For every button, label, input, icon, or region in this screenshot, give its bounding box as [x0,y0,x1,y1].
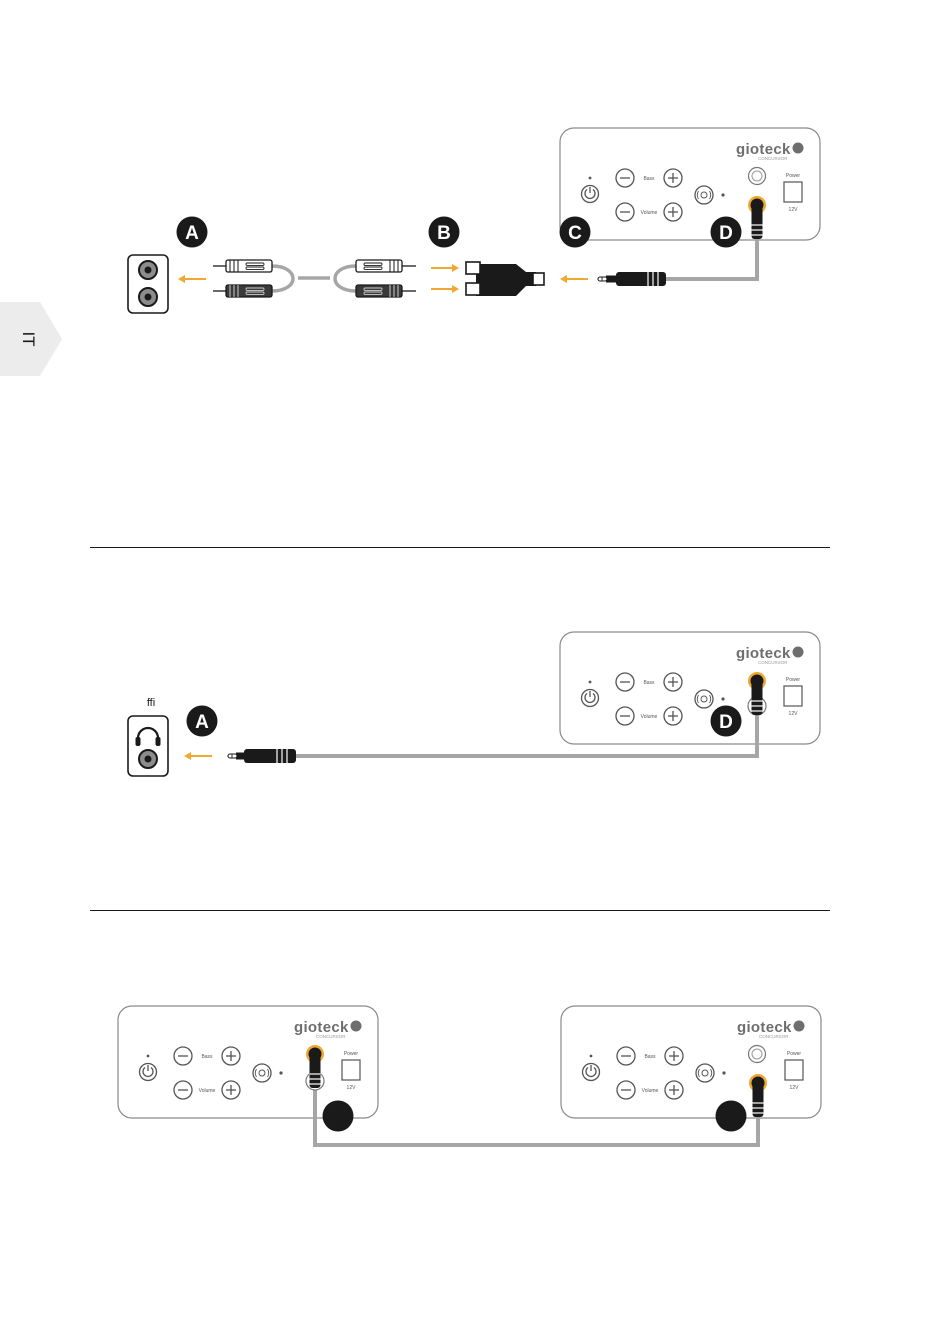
svg-text:C: C [568,223,582,244]
section-1-diagram: A B C D [128,128,820,313]
rca-input-sockets [128,255,168,313]
svg-text:A: A [195,712,209,733]
badge-blank-left [323,1101,354,1132]
badge-a: A [177,217,208,248]
section-3-diagram [118,1006,821,1145]
device-control-panel [560,632,820,744]
arrow-right-icon [431,285,459,293]
badge-b: B [429,217,460,248]
mini-jack-plug [228,749,296,763]
svg-text:D: D [719,712,733,733]
badge-c: C [560,217,591,248]
device-control-panel [560,128,820,240]
rca-cable [213,260,416,297]
mini-jack-plug [598,272,666,286]
headphone-caption: ffi [147,697,155,709]
arrow-left-icon [178,275,206,283]
badge-blank-right [716,1101,747,1132]
section-2-diagram: ffi A D [128,632,820,776]
aux-jack-empty [749,168,766,185]
svg-text:B: B [437,223,451,244]
rca-adapter [466,262,544,296]
arrow-right-icon [431,264,459,272]
svg-text:A: A [185,223,199,244]
badge-a: A [187,706,218,737]
badge-d: D [711,706,742,737]
badge-d: D [711,217,742,248]
device-control-panel-right [561,1006,821,1118]
arrow-left-icon [560,275,588,283]
headphone-socket [128,716,168,776]
svg-text:D: D [719,223,733,244]
arrow-left-icon [184,752,212,760]
aux-jack-empty [749,1046,766,1063]
